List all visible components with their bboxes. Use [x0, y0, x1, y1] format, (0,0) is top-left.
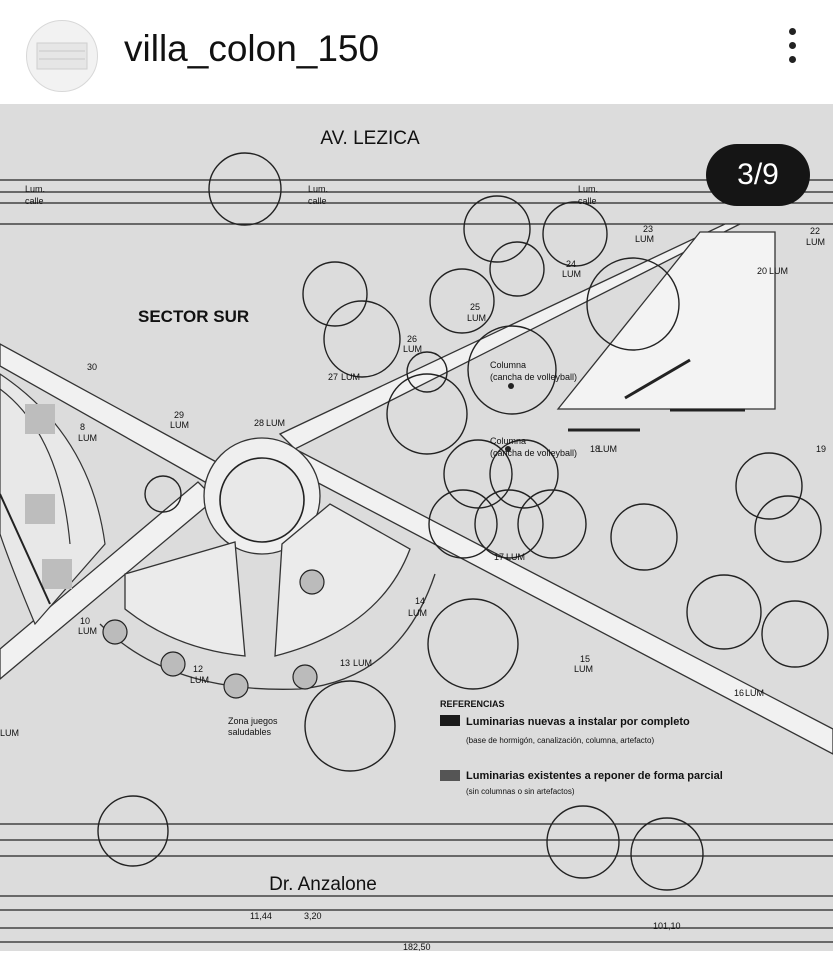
lum-label: LUM: [341, 372, 360, 382]
lum-numbers: 8 10 12 13 14 15 16 17 18 19 20 22 23 24…: [80, 224, 826, 698]
lum-label: LUM: [769, 266, 788, 276]
dimension: 101,10: [653, 921, 681, 931]
legend-title: REFERENCIAS: [440, 699, 505, 709]
lum-number: 24: [566, 259, 576, 269]
lum-calle-label: calle: [578, 196, 597, 206]
lum-label: LUM: [574, 664, 593, 674]
dimensions: 11,44 3,20 101,10 182,50: [250, 911, 681, 952]
lum-number: 13: [340, 658, 350, 668]
columna-label: Columna: [490, 436, 526, 446]
image-counter: 3/9: [706, 144, 810, 206]
site-plan-drawing: AV. LEZICA Dr. Anzalone SECTOR SUR Lum. …: [0, 128, 833, 952]
lum-number: 10: [80, 616, 90, 626]
lum-label: LUM: [0, 728, 19, 738]
lum-calle-label: calle: [25, 196, 44, 206]
lum-number: 12: [193, 664, 203, 674]
lum-number: 14: [415, 596, 425, 606]
lum-calle-label: Lum.: [25, 184, 45, 194]
paths: [0, 223, 833, 755]
lum-label: LUM: [635, 234, 654, 244]
lum-label: LUM: [78, 626, 97, 636]
lum-number: 18: [590, 444, 600, 454]
lum-number: 22: [810, 226, 820, 236]
lum-number: 29: [174, 410, 184, 420]
lum-label: LUM: [403, 344, 422, 354]
lum-label: LUM: [353, 658, 372, 668]
lum-label: LUM: [562, 269, 581, 279]
more-vertical-icon[interactable]: [770, 22, 814, 70]
legend-item-new-sub: (base de hormigón, canalización, columna…: [466, 736, 654, 745]
lum-number: 17: [494, 552, 504, 562]
lum-label: LUM: [745, 688, 764, 698]
street-lines: [0, 179, 833, 943]
lum-number: 27: [328, 372, 338, 382]
lum-number: 23: [643, 224, 653, 234]
lum-number: 19: [816, 444, 826, 454]
sector-label: SECTOR SUR: [138, 307, 249, 326]
lum-number: 15: [580, 654, 590, 664]
lum-calle-label: Lum.: [308, 184, 328, 194]
street-bottom: Dr. Anzalone: [269, 874, 377, 895]
lum-number: 25: [470, 302, 480, 312]
lum-calle-label: calle: [308, 196, 327, 206]
dimension: 11,44: [250, 911, 272, 921]
lum-label: LUM: [598, 444, 617, 454]
dimension: 182,50: [403, 942, 431, 951]
lum-number: 8: [80, 422, 85, 432]
legend-item-existing-sub: (sin columnas o sin artefactos): [466, 787, 575, 796]
lum-label: LUM: [170, 420, 189, 430]
lum-number: 26: [407, 334, 417, 344]
lum-label: LUM: [806, 237, 825, 247]
lum-label: LUM: [266, 418, 285, 428]
profile-avatar[interactable]: [26, 20, 98, 92]
lum-number: 20: [757, 266, 767, 276]
post-header: villa_colon_150: [0, 0, 833, 104]
zona-label: Zona juegos: [228, 716, 278, 726]
zona-label: saludables: [228, 727, 272, 737]
lum-labels: LUM LUM LUM LUM LUM LUM LUM LUM LUM LUM …: [0, 234, 825, 738]
username[interactable]: villa_colon_150: [124, 28, 380, 69]
columna-sublabel: (cancha de volleyball): [490, 372, 577, 382]
street-top: AV. LEZICA: [320, 128, 420, 149]
columna-label: Columna: [490, 360, 526, 370]
avatar-image: [36, 42, 88, 70]
trees: [97, 152, 829, 891]
lum-number: 30: [87, 362, 97, 372]
lum-label: LUM: [467, 313, 486, 323]
lum-calle-label: Lum.: [578, 184, 598, 194]
legend-item-new: Luminarias nuevas a instalar por complet…: [466, 716, 690, 728]
lum-label: LUM: [190, 675, 209, 685]
legend-item-existing: Luminarias existentes a reponer de forma…: [466, 770, 723, 782]
lamp-markers: [505, 383, 514, 452]
lum-number: 16: [734, 688, 744, 698]
lum-number: 28: [254, 418, 264, 428]
columna-sublabel: (cancha de volleyball): [490, 448, 577, 458]
lum-label: LUM: [506, 552, 525, 562]
dimension: 3,20: [304, 911, 322, 921]
site-plan-image: AV. LEZICA Dr. Anzalone SECTOR SUR Lum. …: [0, 104, 833, 952]
lum-label: LUM: [408, 608, 427, 618]
lum-label: LUM: [78, 433, 97, 443]
shrubs: [102, 569, 325, 699]
